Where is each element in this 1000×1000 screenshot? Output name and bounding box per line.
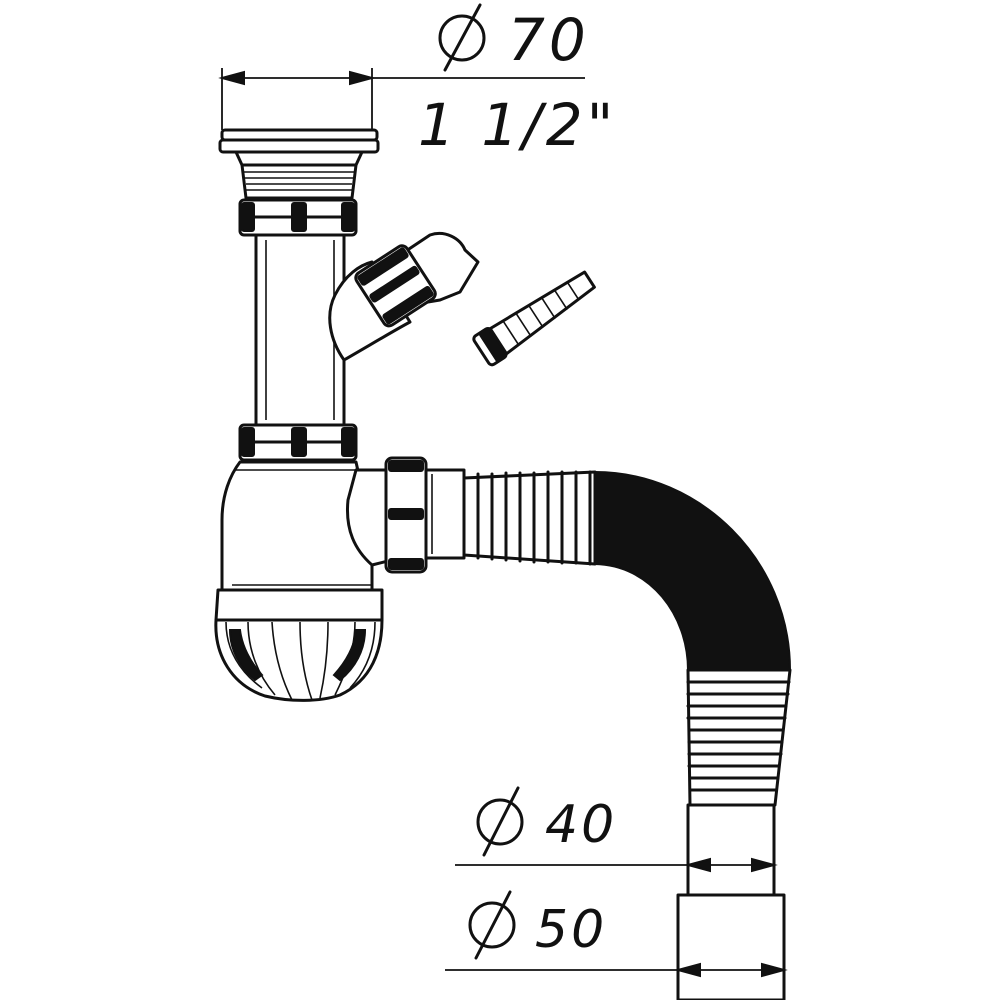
diameter-icon — [476, 786, 524, 857]
corrugated-hose-dark — [594, 470, 792, 671]
dimension-70: 70 — [508, 6, 590, 74]
drain-flange — [218, 128, 380, 200]
dimension-50: 50 — [535, 900, 607, 960]
top-nut — [238, 198, 358, 237]
dimension-thread: 1 1/2" — [418, 91, 617, 159]
vertical-pipe — [254, 233, 346, 427]
outlet-nut — [384, 456, 466, 574]
outlet-adapter-50 — [676, 893, 786, 1000]
dimension-40: 40 — [545, 795, 617, 855]
top-dimension: 70 1 1/2" — [218, 3, 617, 159]
trap-body — [220, 460, 394, 592]
diameter-icon — [438, 3, 486, 72]
diameter-icon — [468, 890, 516, 960]
lower-nut — [238, 423, 358, 462]
corrugated-hose-light — [462, 470, 597, 566]
outlet-adapter-40 — [686, 803, 776, 897]
dimension-50-group: 50 — [445, 890, 788, 978]
corrugated-hose-lower — [686, 668, 792, 807]
trap-cap — [214, 588, 384, 702]
side-branch — [328, 232, 596, 367]
dimension-40-group: 40 — [455, 786, 778, 873]
